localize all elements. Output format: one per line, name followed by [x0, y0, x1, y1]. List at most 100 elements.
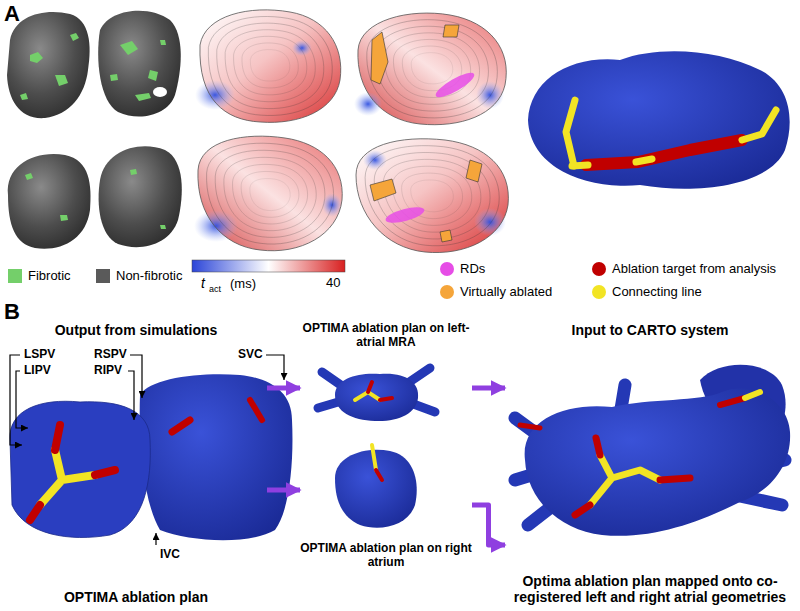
- fibrosis-map-part-part: [160, 225, 166, 229]
- simulation-output-atria-part-part: [266, 355, 284, 380]
- activation-map-part-part: [242, 43, 298, 88]
- carto-geometry-part-part: [575, 505, 590, 515]
- virtual-ablation-map-part-part: [367, 20, 498, 118]
- vessel-label: RSPV: [94, 348, 127, 361]
- simulation-output-atria-part-part: [130, 355, 142, 398]
- panel-caption: OPTIMA ablation plan on right atrium: [300, 542, 472, 570]
- ablation-target-map-part-part: [572, 165, 588, 166]
- carto-geometry-part: [520, 392, 760, 515]
- fibrosis-map-part-part: [130, 169, 137, 175]
- axis-unit: (ms): [230, 277, 256, 291]
- right-atrium-model: [335, 445, 417, 528]
- activation-map-part: [292, 40, 312, 56]
- panel-letter: B: [4, 300, 20, 324]
- activation-map-part-part: [225, 30, 315, 102]
- fibrosis-map-part-part: [20, 93, 28, 100]
- panel-heading: Output from simulations: [5, 322, 267, 338]
- vessel-label: IVC: [160, 548, 180, 561]
- fibrosis-map-part-part: [25, 173, 33, 180]
- legend-text: Non-fibrotic: [116, 268, 182, 283]
- virtual-ablation-map-part-part: [443, 25, 459, 37]
- virtual-ablation-map-part-part: [411, 53, 453, 84]
- legend-swatch: [440, 285, 454, 299]
- left-atrium-mra-part-part: [380, 398, 392, 400]
- legend-item: Virtually ablated: [440, 284, 552, 299]
- carto-geometry: [515, 365, 790, 536]
- legend-item: Fibrotic: [8, 268, 71, 283]
- virtual-ablation-map-part-part: [385, 33, 480, 104]
- virtual-ablation-map-part: [356, 139, 508, 253]
- left-atrium-mra: [318, 368, 435, 421]
- activation-map-part-part: [208, 16, 332, 115]
- virtual-ablation-map-part-part: [370, 179, 396, 201]
- ablation-target-map-part-part: [566, 100, 575, 166]
- virtual-ablation-map-part: [433, 69, 477, 101]
- activation-map-part-part: [207, 143, 334, 244]
- virtual-ablation-map-part-part: [376, 26, 489, 111]
- fibrosis-map-part-part: [70, 33, 79, 41]
- fibrosis-map-part: [153, 87, 167, 97]
- left-atrium-mra-part: [355, 382, 392, 400]
- ablation-target-map-part: [528, 51, 790, 188]
- fibrosis-map-part-part: [30, 52, 43, 63]
- figure-panel: Input to CARTO systemOptima ablation pla…: [505, 322, 795, 605]
- virtual-ablation-map-part-part: [383, 159, 481, 232]
- activation-map: [194, 10, 342, 251]
- simulation-output-atria-part-part: [16, 371, 28, 428]
- axis-tick: 40: [326, 276, 340, 290]
- virtual-ablation-map-part: [354, 92, 382, 116]
- virtual-ablation-map-part: [367, 20, 498, 118]
- legend-swatch: [8, 269, 22, 283]
- legend-text: Connecting line: [612, 284, 702, 299]
- fibrosis-map-part: [98, 11, 181, 117]
- legend-text: Ablation target from analysis: [612, 261, 776, 276]
- virtual-ablation-map: [354, 13, 508, 252]
- vessel-label: LSPV: [24, 348, 55, 361]
- legend-item: Non-fibrotic: [96, 268, 182, 283]
- vessel-label: LIPV: [24, 364, 51, 377]
- carto-geometry-part-part: [660, 478, 690, 480]
- carto-geometry-part-part: [590, 455, 660, 505]
- legend-swatch: [440, 262, 454, 276]
- panel-caption: Optima ablation plan mapped onto co-regi…: [505, 573, 795, 605]
- simulation-output-atria-part-part: [128, 371, 134, 420]
- activation-map-part-part: [250, 179, 290, 211]
- flow-arrow: [472, 505, 505, 545]
- legend-text: Virtually ablated: [460, 284, 552, 299]
- axis-symbol: t: [201, 276, 205, 291]
- carto-geometry-part: [525, 388, 791, 535]
- fibrosis-map-part: [25, 169, 166, 229]
- simulation-output-atria-part-part: [155, 533, 156, 545]
- fibrosis-map-part-part: [55, 75, 68, 86]
- activation-map-part-part: [241, 171, 299, 217]
- fibrosis-map-part: [8, 154, 91, 249]
- fibrosis-map-part-part: [148, 70, 158, 81]
- legend-item: RDs: [440, 261, 485, 276]
- virtual-ablation-map-part: [356, 139, 508, 253]
- simulation-output-atria-part-part: [40, 450, 95, 505]
- fibrosis-map: [7, 11, 182, 249]
- legend-text: RDs: [460, 261, 485, 276]
- virtual-ablation-map-part-part: [466, 160, 482, 182]
- fibrosis-map-part: [20, 33, 166, 101]
- flow-arrow: [267, 386, 300, 391]
- simulation-output-atria-part-part: [250, 400, 262, 420]
- legend-swatch: [592, 262, 606, 276]
- activation-map-part: [198, 136, 342, 251]
- virtual-ablation-map-part-part: [411, 180, 454, 212]
- virtual-ablation-map-part: [384, 204, 426, 226]
- panel-caption: OPTIMA ablation plan: [5, 589, 267, 605]
- right-atrium-model-part: [376, 470, 382, 480]
- virtual-ablation-map-part: [358, 13, 506, 125]
- simulation-output-atria-part: [10, 401, 150, 537]
- virtual-ablation-map-part-part: [440, 230, 452, 242]
- simulation-output-atria: [10, 355, 293, 545]
- carto-geometry-part-part: [596, 438, 600, 455]
- ablation-target-map-part: [566, 100, 776, 166]
- vessel-label: SVC: [238, 348, 263, 361]
- activation-map-part: [208, 16, 332, 115]
- legend-swatch: [96, 269, 110, 283]
- activation-map-part: [200, 10, 341, 123]
